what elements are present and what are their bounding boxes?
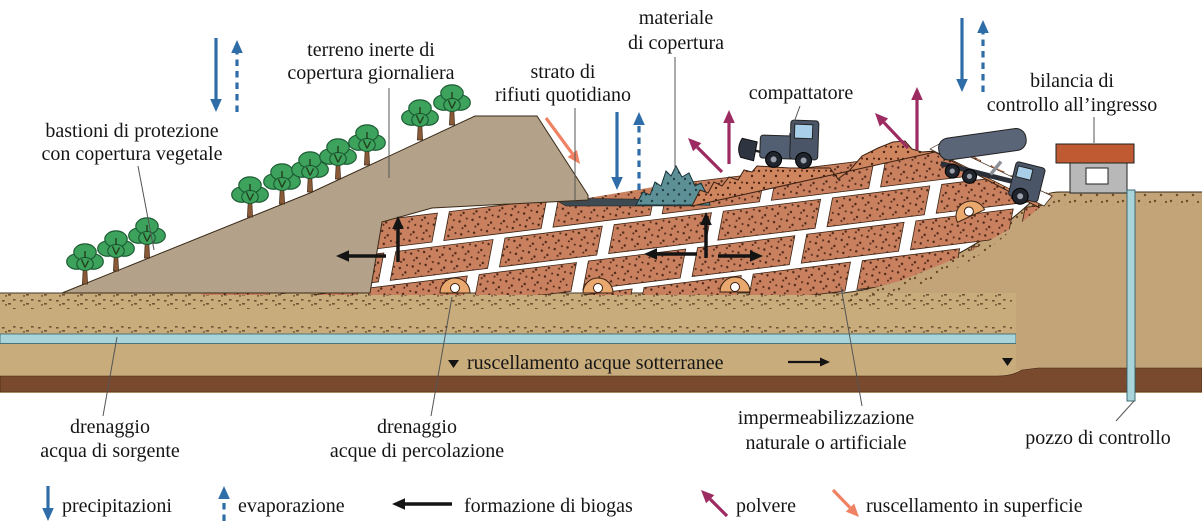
dust-arrow — [911, 87, 923, 150]
legend-dust-arrow — [701, 490, 729, 518]
label-percolazione-1: drenaggio — [377, 416, 457, 438]
waste-cell — [498, 225, 603, 268]
label-impermeabilizzazione-2: naturale o artificiale — [745, 432, 906, 454]
legend-label-ruscellamento: ruscellamento in superficie — [866, 495, 1083, 517]
label-materiale-2: di copertura — [628, 32, 724, 54]
groundwater-flow-arrow — [788, 357, 830, 367]
building-roof — [1055, 143, 1135, 164]
truck-chassis — [940, 161, 1021, 186]
truck-hydraulic-piston — [989, 160, 1003, 176]
leader-pozzo — [1115, 400, 1135, 422]
truck-hub — [1017, 193, 1024, 200]
truck-tipping-bed — [938, 128, 1027, 161]
monitoring-well-pipe — [1126, 189, 1136, 402]
label-terreno-2: copertura giornaliera — [287, 62, 454, 84]
weighbridge-building — [1055, 143, 1135, 194]
cover-material-pile — [635, 164, 711, 206]
legend-label-polvere: polvere — [736, 495, 796, 517]
dump-truck — [938, 128, 1046, 205]
truck-hub — [949, 168, 955, 174]
label-falda: ruscellamento acque sotterranee — [467, 352, 724, 374]
evaporation-arrow — [633, 112, 645, 190]
building-window — [1085, 167, 1109, 185]
waste-cell — [826, 185, 931, 228]
dust-arrow — [875, 113, 910, 150]
label-strato-1: strato di — [531, 61, 596, 83]
truck-hub — [966, 173, 973, 179]
label-pozzo: pozzo di controllo — [1025, 427, 1171, 449]
dust-arrow — [723, 110, 735, 164]
leader-impermeabilizzazione — [840, 286, 863, 407]
drain-pipe — [582, 277, 614, 294]
biogas-arrow — [644, 248, 697, 260]
leader-lines — [102, 57, 1135, 422]
legend-evaporation-arrow — [218, 486, 230, 521]
evaporation-arrow — [231, 40, 243, 112]
dust-arrow — [688, 138, 724, 174]
arrows-layer — [42, 18, 989, 521]
labels: bastioni di protezione con copertura veg… — [40, 7, 1171, 462]
label-bastioni-2: con copertura vegetale — [41, 143, 222, 165]
compactor-blade — [738, 137, 758, 162]
label-percolazione-2: acque di percolazione — [330, 440, 504, 462]
precipitation-arrow — [611, 112, 623, 190]
waste-cells-area — [200, 140, 1054, 295]
label-bilancia-1: bilancia di — [1030, 70, 1114, 92]
waste-cell — [800, 221, 905, 264]
compactor-hub — [770, 156, 777, 163]
label-bilancia-2: controllo all’ingresso — [987, 94, 1158, 116]
label-compattatore: compattatore — [749, 82, 854, 104]
waste-cell — [747, 261, 851, 295]
label-sorgente-2: acqua di sorgente — [40, 440, 180, 462]
drain-pipe — [439, 277, 471, 294]
natural-ground-topsoil-dots — [843, 192, 1202, 303]
leader-compattatore — [788, 105, 801, 137]
label-impermeabilizzazione-1: impermeabilizzazione — [738, 407, 915, 429]
legend-label-biogas: formazione di biogas — [464, 495, 633, 517]
waste-cell — [389, 239, 494, 281]
drain-pipe — [719, 276, 751, 293]
spring-water-drain-layer — [0, 333, 1017, 344]
leachate-drain-pipes — [439, 200, 986, 294]
label-sorgente-1: drenaggio — [70, 416, 150, 438]
precipitation-arrow — [956, 18, 968, 92]
evaporation-arrow — [977, 20, 989, 92]
water-table-marker — [448, 360, 459, 368]
natural-ground-body — [843, 192, 1202, 370]
drain-pipe — [955, 200, 986, 224]
water-table-marker — [1002, 358, 1013, 366]
waste-cells-grid — [200, 140, 1054, 295]
legend-runoff-arrow — [831, 488, 859, 517]
label-materiale-1: materiale — [639, 7, 714, 29]
biogas-arrow — [718, 250, 763, 262]
truck-windshield — [1015, 165, 1034, 181]
waste-cell — [717, 198, 822, 241]
leader-sorgente — [102, 336, 118, 417]
surface-runoff-arrow — [544, 117, 580, 164]
precipitation-arrow — [210, 38, 222, 112]
label-strato-2: rifiuti quotidiano — [495, 84, 631, 106]
leader-bastioni — [137, 165, 155, 251]
label-bastioni-1: bastioni di protezione — [45, 120, 218, 142]
leader-percolazione — [430, 296, 453, 417]
label-terreno-1: terreno inerte di — [307, 39, 435, 61]
compactor-window — [793, 123, 814, 140]
legend-label-precipitazioni: precipitazioni — [62, 495, 172, 517]
legend-precipitation-arrow — [42, 486, 54, 521]
waste-cell — [473, 262, 577, 295]
biogas-arrow — [700, 212, 712, 258]
groundwater-flow: ruscellamento acque sotterranee — [448, 352, 1013, 374]
impermeable-clay-layer — [0, 367, 1202, 393]
legend-biogas-arrow — [392, 498, 452, 510]
gravel-dotted-layer — [0, 325, 1012, 334]
biogas-arrow — [392, 216, 404, 262]
waste-cell — [638, 275, 742, 295]
compactor-hub — [800, 157, 807, 164]
topsoil-dotted-layer — [0, 293, 1012, 309]
compactor-vehicle — [738, 119, 820, 169]
legend-label-evaporazione: evaporazione — [238, 495, 345, 517]
biogas-arrow — [336, 250, 386, 262]
legend: precipitazioni evaporazione formazione d… — [62, 495, 1083, 517]
